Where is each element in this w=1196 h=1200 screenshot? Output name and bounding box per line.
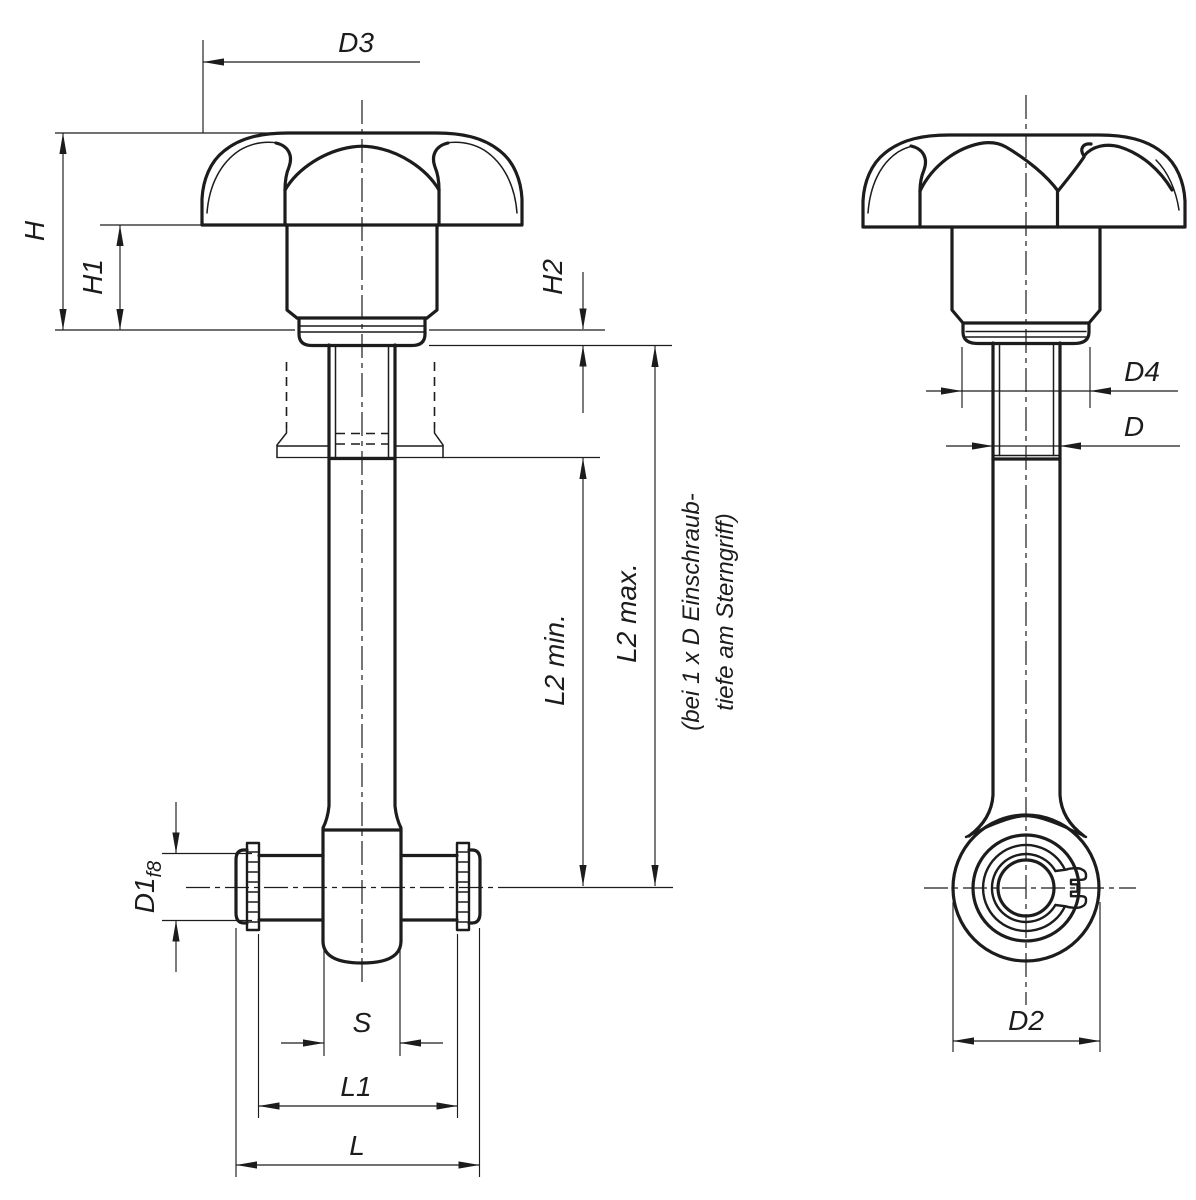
arrow-d2-left	[953, 1037, 974, 1045]
arrow-h1-bottom	[116, 309, 124, 330]
arrow-l-left	[236, 1161, 257, 1169]
dim-label-d3: D3	[338, 27, 374, 58]
arrow-d1-bottom	[172, 920, 180, 942]
shaft-right-edge	[393, 457, 403, 830]
boss-flange-right	[433, 427, 444, 459]
knob-front-valley-edge-right	[1056, 155, 1086, 193]
pin-knurl-band-right	[455, 841, 471, 932]
arrow-l1-right	[436, 1102, 458, 1110]
dim-label-s: S	[353, 1007, 372, 1038]
dim-label-d4: D4	[1124, 356, 1160, 387]
dimension-labels: D3 H H1 H2 L2 min. L2 max. (bei 1 x D Ei…	[19, 27, 1160, 1161]
arrow-d-right	[1060, 442, 1081, 450]
knob-edge-highlight-left	[206, 141, 279, 214]
arrow-h2-bottom	[579, 345, 587, 367]
shaft-left-edge	[321, 457, 331, 830]
hub-outer-circle	[951, 813, 1101, 963]
right-view-front-elevation	[861, 95, 1187, 1005]
knob-lobe-hook-left	[274, 141, 293, 192]
star-knob-outline-front	[861, 133, 1187, 229]
arrow-l2max-bottom	[651, 865, 659, 886]
arrow-l2min-top	[579, 458, 587, 479]
pin-end-cap-left	[234, 848, 249, 925]
arrow-h1-top	[116, 225, 124, 246]
collar-bottom-cap	[297, 316, 427, 348]
knob-front-rear-lobe-right	[1082, 143, 1174, 192]
left-view-side-elevation	[186, 100, 524, 985]
arrow-l-right	[458, 1161, 480, 1169]
arrow-d3	[203, 58, 224, 66]
dim-label-h1: H1	[77, 259, 108, 295]
knob-front-main-lobe	[918, 141, 1060, 193]
note-line-1: (bei 1 x D Einschraub-	[678, 493, 705, 730]
cross-pin	[234, 841, 482, 932]
arrow-d-left	[972, 442, 993, 450]
dim-label-d: D	[1124, 411, 1144, 442]
knob-edge-highlight-right	[445, 141, 518, 214]
note-line-2: tiefe am Sterngriff)	[712, 513, 739, 710]
neck-side-left	[285, 223, 299, 320]
arrow-d2-right	[1079, 1037, 1100, 1045]
dim-label-l2max: L2 max.	[611, 563, 642, 663]
boss-flange-left	[276, 427, 288, 459]
pin-knurl-band-left	[245, 841, 261, 932]
retaining-ring-inner-edge	[990, 852, 1057, 924]
neck-side-right	[425, 223, 439, 320]
star-knob-outline	[200, 131, 524, 227]
phantom-boss	[276, 362, 444, 459]
arrow-l2max-top	[651, 346, 659, 367]
dim-label-l: L	[349, 1130, 365, 1161]
hub-bottom-arc	[321, 939, 403, 965]
dim-label-h2: H2	[537, 259, 568, 295]
knob-front-hook-right	[1080, 142, 1093, 158]
hub-boss-circle	[971, 833, 1081, 943]
retaining-ring-lugs	[1063, 866, 1088, 910]
arrow-s-right	[400, 1039, 421, 1047]
arrow-h-bottom	[59, 309, 67, 330]
pin-knurl-ticks-left	[247, 851, 259, 923]
front-shaft-left-edge	[967, 457, 995, 838]
knob-lobe-hook-right	[431, 141, 450, 192]
retaining-ring-gap-edges	[1054, 868, 1067, 908]
arrow-l1-left	[258, 1102, 280, 1110]
arrow-d1-top	[172, 832, 180, 854]
knob-front-edge-highlight-right	[1155, 159, 1180, 211]
knob-front-hook-left	[909, 144, 928, 193]
arrow-h-top	[59, 133, 67, 154]
arrow-d4-right	[1090, 387, 1111, 395]
front-shaft-right-edge	[1058, 457, 1086, 838]
front-neck-side-right	[1087, 225, 1102, 325]
extension-lines	[55, 40, 1101, 1177]
pin-end-cap-right	[467, 848, 482, 925]
knob-front-edge-highlight-left	[867, 145, 914, 214]
dim-label-d1: D1f8	[129, 861, 166, 913]
dim-label-d1-subscript: f8	[144, 861, 166, 878]
dim-label-l1: L1	[340, 1071, 371, 1102]
dim-label-h: H	[19, 220, 50, 241]
dimensions: D3 H H1 H2 L2 min. L2 max. (bei 1 x D Ei…	[19, 27, 1180, 1177]
pin-bore-circle	[996, 858, 1056, 918]
pin-knurl-ticks-right	[457, 851, 469, 923]
dim-label-l2min: L2 min.	[539, 614, 570, 706]
arrow-h2-top	[579, 308, 587, 330]
arrow-d4-left	[941, 387, 962, 395]
arrow-l2min-bottom	[579, 865, 587, 886]
retaining-ring-outer-edge	[981, 843, 1067, 933]
knob-front-lobe	[283, 144, 441, 192]
dim-label-d1-main: D1	[129, 877, 160, 913]
dim-label-d2: D2	[1008, 1005, 1044, 1036]
front-collar-bottom-cap	[961, 321, 1091, 346]
front-neck-side-left	[950, 225, 965, 325]
dimension-lines	[62, 61, 1180, 1166]
arrow-s-left	[303, 1039, 324, 1047]
